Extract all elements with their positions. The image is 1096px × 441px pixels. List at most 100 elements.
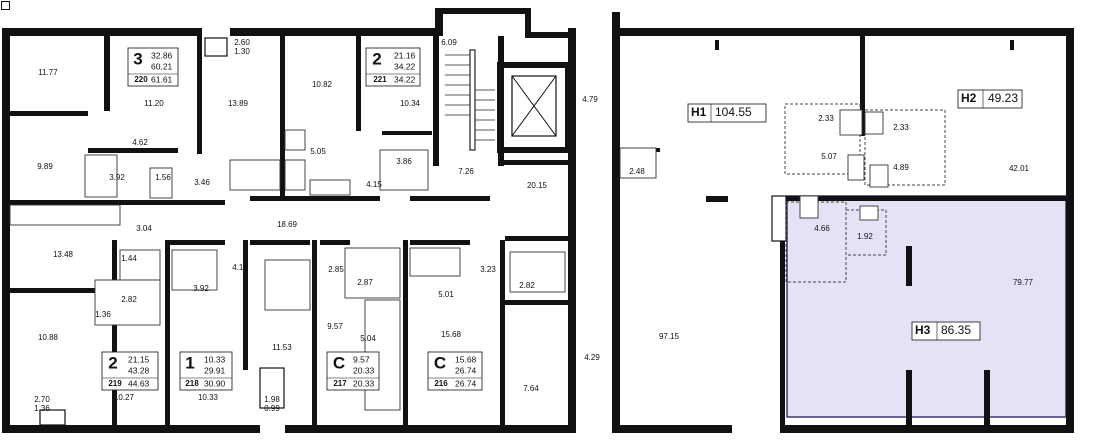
room-area: 4.89 (893, 163, 909, 172)
room-area: 2.87 (357, 278, 373, 287)
room-area: 79.77 (1013, 278, 1034, 287)
apartment-219-box[interactable]: 2 21.15 43.28 219 44.63 (101, 351, 159, 391)
room-area: 1.92 (857, 232, 873, 241)
apartment-number: 218 (185, 379, 199, 388)
room-area: 0.99 (264, 404, 280, 413)
apartment-area2: 60.21 (151, 61, 173, 71)
room-area: 20.15 (527, 181, 548, 190)
room-area: 3.04 (136, 224, 152, 233)
apartment-total: 44.63 (128, 378, 150, 388)
apartment-area1: 10.33 (204, 354, 226, 364)
unit-area: 86.35 (941, 323, 971, 337)
room-area: 6.09 (441, 38, 457, 47)
unit-code: Н2 (961, 91, 977, 105)
apartment-total: 61.61 (151, 74, 173, 84)
unit-code: Н3 (915, 323, 931, 337)
room-area: 1.98 (264, 395, 280, 404)
room-area: 3.92 (193, 284, 209, 293)
unit-h2-label[interactable]: Н2 49.23 (957, 89, 1023, 109)
room-area: 11.20 (144, 99, 164, 108)
room-area: 4.13 (232, 263, 248, 272)
room-area: 97.15 (659, 332, 680, 341)
room-area: 4.79 (582, 95, 598, 104)
room-area: 10.33 (198, 393, 219, 402)
apartment-220-box[interactable]: 3 32.86 60.21 220 61.61 (127, 47, 179, 87)
room-area: 2.33 (893, 123, 909, 132)
apartment-number: 219 (108, 379, 122, 388)
apartment-number: 221 (373, 75, 387, 84)
apartment-number: 217 (333, 379, 347, 388)
apartment-area1: 32.86 (151, 50, 173, 60)
room-area: 13.89 (228, 99, 249, 108)
room-area: 3.23 (480, 265, 496, 274)
room-area: 2.85 (328, 265, 344, 274)
unit-h3-label[interactable]: Н3 86.35 (911, 321, 981, 341)
unit-code: Н1 (691, 105, 707, 119)
room-area: 2.33 (818, 114, 834, 123)
room-area: 10.82 (312, 80, 333, 89)
apartment-217-box[interactable]: С 9.57 20.33 217 20.33 (326, 351, 380, 391)
apartment-total: 34.22 (394, 74, 416, 84)
apartment-total: 20.33 (353, 378, 375, 388)
room-area: 4.15 (366, 180, 382, 189)
room-area: 9.57 (327, 322, 343, 331)
room-area: 1.36 (34, 404, 50, 413)
room-area: 2.82 (519, 281, 535, 290)
room-area: 3.92 (109, 173, 125, 182)
apartment-218-box[interactable]: 1 10.33 29.91 218 30.90 (179, 351, 233, 391)
residential-walls (2, 8, 576, 433)
apartment-rooms: 3 (133, 49, 142, 68)
room-area: 2.48 (629, 167, 645, 176)
room-area: 5.07 (821, 152, 837, 161)
room-area: 2.70 (34, 395, 50, 404)
apartment-area1: 15.68 (455, 354, 477, 364)
room-area: 1.44 (121, 254, 137, 263)
room-area: 10.88 (38, 333, 59, 342)
room-area: 11.53 (272, 343, 292, 352)
apartment-total: 26.74 (455, 378, 477, 388)
room-area: 3.46 (194, 178, 210, 187)
apartment-area1: 21.16 (394, 50, 416, 60)
room-area: 1.36 (95, 310, 111, 319)
apartment-rooms: С (434, 353, 446, 372)
unit-h1-label[interactable]: Н1 104.55 (687, 103, 767, 123)
apartment-area1: 21.15 (128, 354, 150, 364)
room-area: 2.60 (234, 38, 250, 47)
apartment-area1: 9.57 (353, 354, 370, 364)
room-area: 2.82 (121, 295, 137, 304)
apartment-rooms: 2 (108, 353, 117, 372)
room-area: 15.68 (441, 330, 462, 339)
room-area: 7.64 (523, 384, 539, 393)
room-area: 13.48 (53, 250, 74, 259)
apartment-number: 216 (434, 379, 448, 388)
apartment-area2: 26.74 (455, 365, 477, 375)
room-area: 7.26 (458, 167, 474, 176)
room-area: 3.86 (396, 157, 412, 166)
apartment-number: 220 (134, 75, 148, 84)
room-area: 4.66 (814, 224, 830, 233)
apartment-area2: 20.33 (353, 365, 375, 375)
room-area: 42.01 (1009, 164, 1030, 173)
room-labels: 11.77 11.20 2.60 1.30 13.89 10.82 10.34 … (34, 38, 1033, 413)
room-area: 10.34 (400, 99, 421, 108)
apartment-area2: 29.91 (204, 365, 226, 375)
room-area: 5.01 (438, 290, 454, 299)
room-area: 18.69 (277, 220, 298, 229)
room-area: 5.04 (360, 334, 376, 343)
apartment-area2: 34.22 (394, 61, 416, 71)
room-area: 11.77 (38, 68, 58, 77)
apartment-221-box[interactable]: 2 21.16 34.22 221 34.22 (365, 47, 421, 87)
unit-area: 104.55 (715, 105, 752, 119)
room-area: 1.56 (155, 173, 171, 182)
apartment-area2: 43.28 (128, 365, 150, 375)
apartment-total: 30.90 (204, 378, 226, 388)
apartment-rooms: С (333, 353, 345, 372)
commercial-walls (612, 12, 1074, 433)
room-area: 9.89 (37, 162, 53, 171)
corner-marker (1, 1, 10, 10)
room-area: 1.30 (234, 47, 250, 56)
room-area: 5.05 (310, 147, 326, 156)
room-area: 4.29 (584, 353, 600, 362)
apartment-216-box[interactable]: С 15.68 26.74 216 26.74 (427, 351, 483, 391)
